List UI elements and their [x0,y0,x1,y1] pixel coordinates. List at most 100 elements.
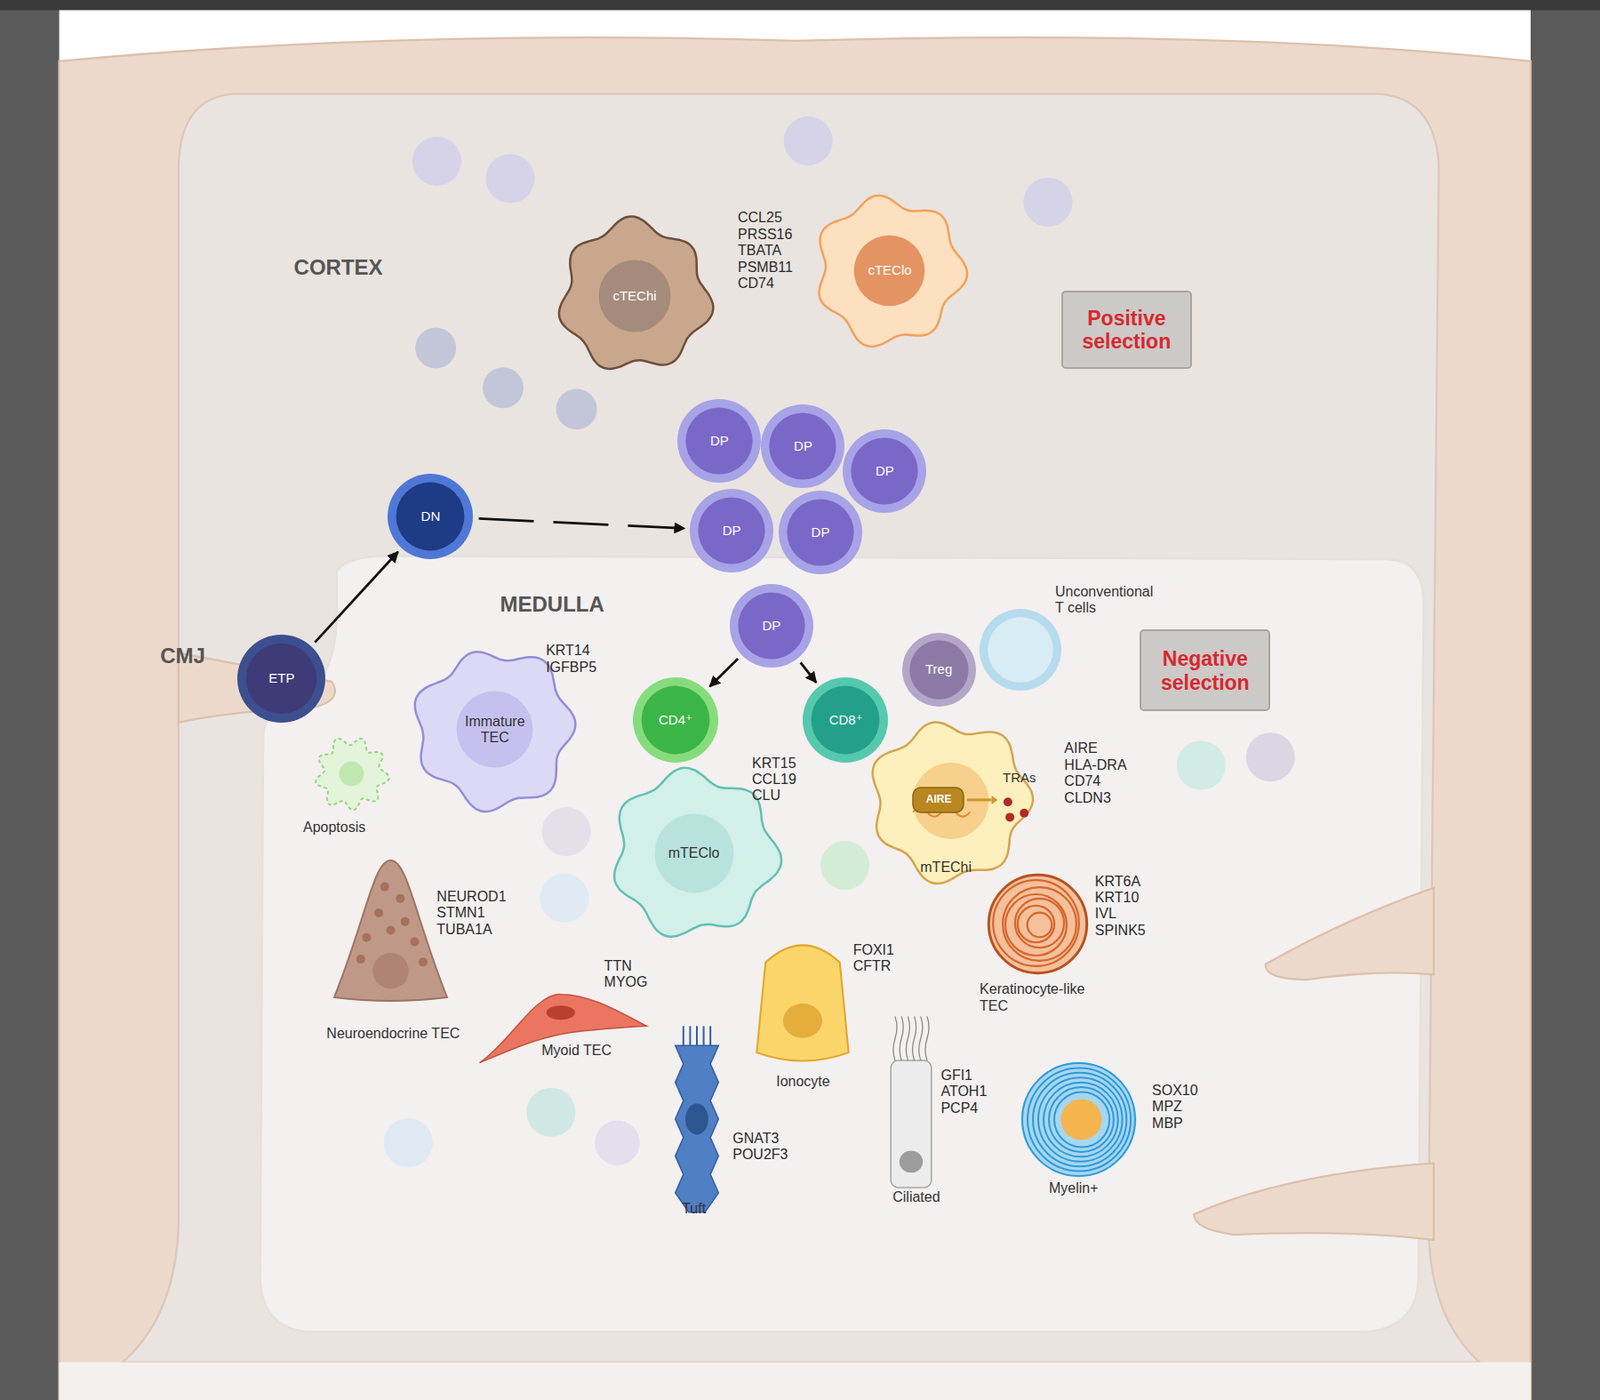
cell-ring: DP [842,429,927,513]
cell-part [697,496,765,564]
cell-ring: CD4⁺ [632,677,719,763]
background-cell [542,807,592,856]
cell-part [385,926,395,936]
cell-ring: ETP [237,634,326,723]
cell-label: Unconventional T cells [1055,584,1160,617]
cell-part [988,874,1087,973]
cell-part [1020,808,1030,818]
cell-label: Ionocyte [776,1073,830,1090]
development-arrow [314,552,399,643]
cell-label: Myoid TEC [541,1042,612,1059]
septum [1193,1163,1434,1240]
cell-part [689,488,774,573]
cell-part [456,691,534,768]
cell-part [786,499,854,567]
cell-label: DP [722,522,742,538]
cell-kera: Keratinocyte-like TECKRT6A KRT10 IVL SPI… [986,872,1089,976]
cell-neuro: Neuroendocrine TECNEUROD1 STMN1 TUBA1A [330,857,451,1003]
cell-part [400,917,410,927]
cell-part [802,677,888,763]
cell-part [1027,1067,1131,1171]
cell-part [1015,897,1064,947]
cell-part [851,438,919,505]
cell-part [387,473,473,560]
cell-myelin: Myelin+SOX10 MPZ MBP [1018,1059,1139,1180]
cell-rect: Negative selection [1139,629,1271,712]
cortex-region [122,94,1480,1363]
cell-part [546,1005,576,1020]
cell-part [729,584,814,668]
cell-part [900,1016,904,1061]
cell-part [677,399,761,483]
cell-part [1038,1077,1123,1162]
cell-part [632,677,719,763]
cell-part [979,608,1062,691]
cell-part [854,234,926,306]
cell-outline [663,1022,731,1216]
cell-part [906,1016,911,1061]
cell-part [919,1016,923,1061]
cell-ring: DP [760,404,845,488]
cell-part [1032,1072,1127,1166]
cell-blob: mTEChiAIRE HLA-DRA CD74 CLDN3TRAsAIRE [864,711,1038,891]
cell-part [769,412,837,480]
stage-label: Positive selection [1072,305,1180,353]
marker-gene-list: SOX10 MPZ MBP [1152,1082,1237,1132]
cell-ring: DP [689,488,774,573]
background-cell [820,840,870,890]
cell-ring: DP [729,584,814,668]
cell-label: DP [761,617,781,633]
cell-label: DP [793,438,813,454]
cell-part [902,632,976,707]
cell-part [339,760,365,786]
cell-outline [753,933,852,1066]
cell-part [316,737,391,809]
cell-part [1140,630,1270,711]
marker-gene-list: GNAT3 POU2F3 [732,1130,817,1164]
background-cell [556,388,598,430]
cell-label: AIRE [926,793,952,807]
cell-ring: DN [387,473,473,560]
cell-part [893,1016,897,1061]
cell-part [709,1026,712,1047]
cell-part [925,1016,929,1061]
marker-gene-list: KRT14 IGFBP5 [545,642,631,676]
cell-part [372,952,409,990]
cell-outline [986,872,1089,976]
cell-part [409,937,419,947]
cell-label: DP [710,432,729,448]
region-label: MEDULLA [500,592,605,617]
cell-part [1054,1091,1110,1147]
development-arrow [709,658,738,687]
cell-label: DN [421,508,441,524]
background-cell [412,136,462,186]
background-cell [1023,177,1072,227]
cell-label: cTEClo [867,263,912,279]
cell-label: Ciliated [892,1188,940,1205]
development-arrow [479,518,686,528]
lower-ground [59,1362,1531,1400]
marker-gene-list: KRT15 CCL19 CLU [752,755,837,805]
cell-part [1003,797,1013,807]
cell-part [1027,912,1053,937]
cell-aire: AIRE [912,787,964,813]
cell-part [1020,1061,1136,1177]
marker-gene-list: CCL25 PRSS16 TBATA PSMB11 CD74 [737,209,823,292]
background-cell [384,1118,433,1168]
cell-part [395,894,405,904]
cell-label: CD4⁺ [658,712,693,728]
cell-blob: Immature TECKRT14 IGFBP5 [408,642,582,816]
background-cells [384,116,1296,1168]
cell-label: Neuroendocrine TEC [326,1025,460,1042]
cell-label: Keratinocyte-like TEC [979,981,1113,1015]
stage-label: Negative selection [1152,647,1259,695]
cell-part [967,799,992,802]
cell-ring: CD8⁺ [802,677,888,763]
screen-bar [0,0,1600,10]
cell-part [1005,894,1067,956]
cell-outline [884,1005,938,1190]
cell-ring: Treg [902,632,976,707]
cell-part [246,643,317,714]
marker-gene-list: AIRE HLA-DRA CD74 CLDN3 [1064,740,1149,807]
